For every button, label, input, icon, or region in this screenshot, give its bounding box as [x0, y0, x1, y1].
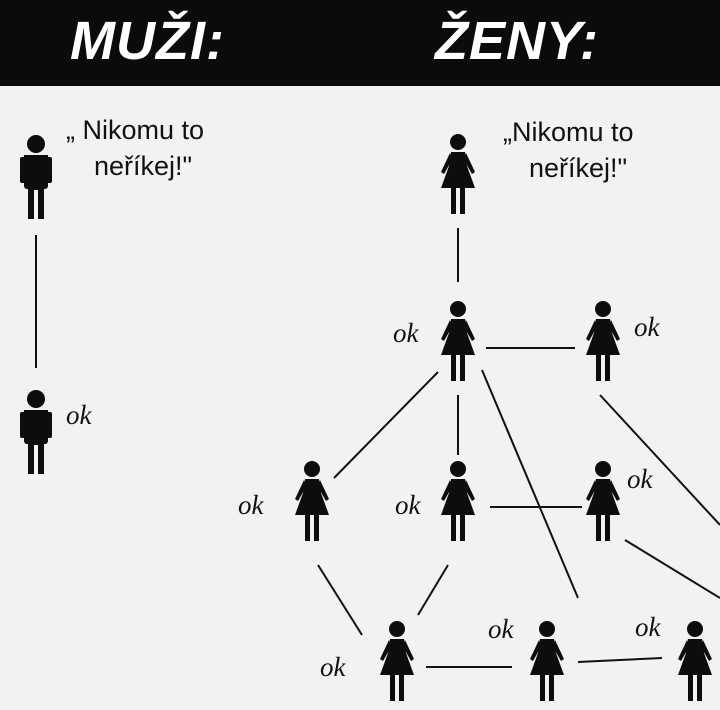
woman-figure-bottom	[530, 621, 564, 701]
line-right-offscreen	[599, 394, 720, 526]
reply-ok-bottom: ok	[488, 614, 514, 644]
reply-ok-right: ok	[634, 312, 660, 342]
women-quote-line-2: neříkej!"	[529, 153, 628, 183]
reply-ok-bottomright: ok	[635, 612, 661, 642]
woman-figure-left	[295, 461, 329, 541]
line-middle-to-bottomleft	[417, 564, 449, 616]
men-title: MUŽI:	[70, 11, 225, 71]
women-quote-line-1: „Nikomu to	[503, 117, 634, 147]
woman-figure-midright	[586, 461, 620, 541]
reply-ok-bottomleft: ok	[320, 652, 346, 682]
reply-ok-middle: ok	[395, 490, 421, 520]
line-bottom-to-bottomright	[577, 657, 663, 663]
women-title: ŽENY:	[435, 11, 600, 71]
man-figure-1	[20, 135, 52, 219]
woman-figure-middle	[441, 461, 475, 541]
line-midright-offscreen	[624, 539, 720, 599]
line-left-to-bottomleft	[317, 564, 363, 636]
men-reply-ok: ok	[66, 400, 92, 430]
reply-ok-midright: ok	[627, 464, 653, 494]
line-center-to-left	[333, 371, 439, 479]
men-quote-line-2: neříkej!"	[94, 151, 193, 181]
man-figure-2	[20, 390, 52, 474]
men-quote-line-1: „ Nikomu to	[66, 115, 205, 145]
woman-figure-center	[441, 301, 475, 381]
header-bar: MUŽI: ŽENY:	[0, 0, 720, 86]
women-quote: „Nikomu to neříkej!"	[503, 114, 634, 186]
line-center-to-bottom	[481, 369, 579, 599]
woman-figure-bottomleft	[380, 621, 414, 701]
reply-ok-left: ok	[238, 490, 264, 520]
women-connections	[317, 228, 720, 668]
men-quote: „ Nikomu to neříkej!"	[66, 112, 204, 184]
woman-figure-top	[441, 134, 475, 214]
woman-figure-right	[586, 301, 620, 381]
reply-ok-center: ok	[393, 318, 419, 348]
woman-figure-bottomright	[678, 621, 712, 701]
